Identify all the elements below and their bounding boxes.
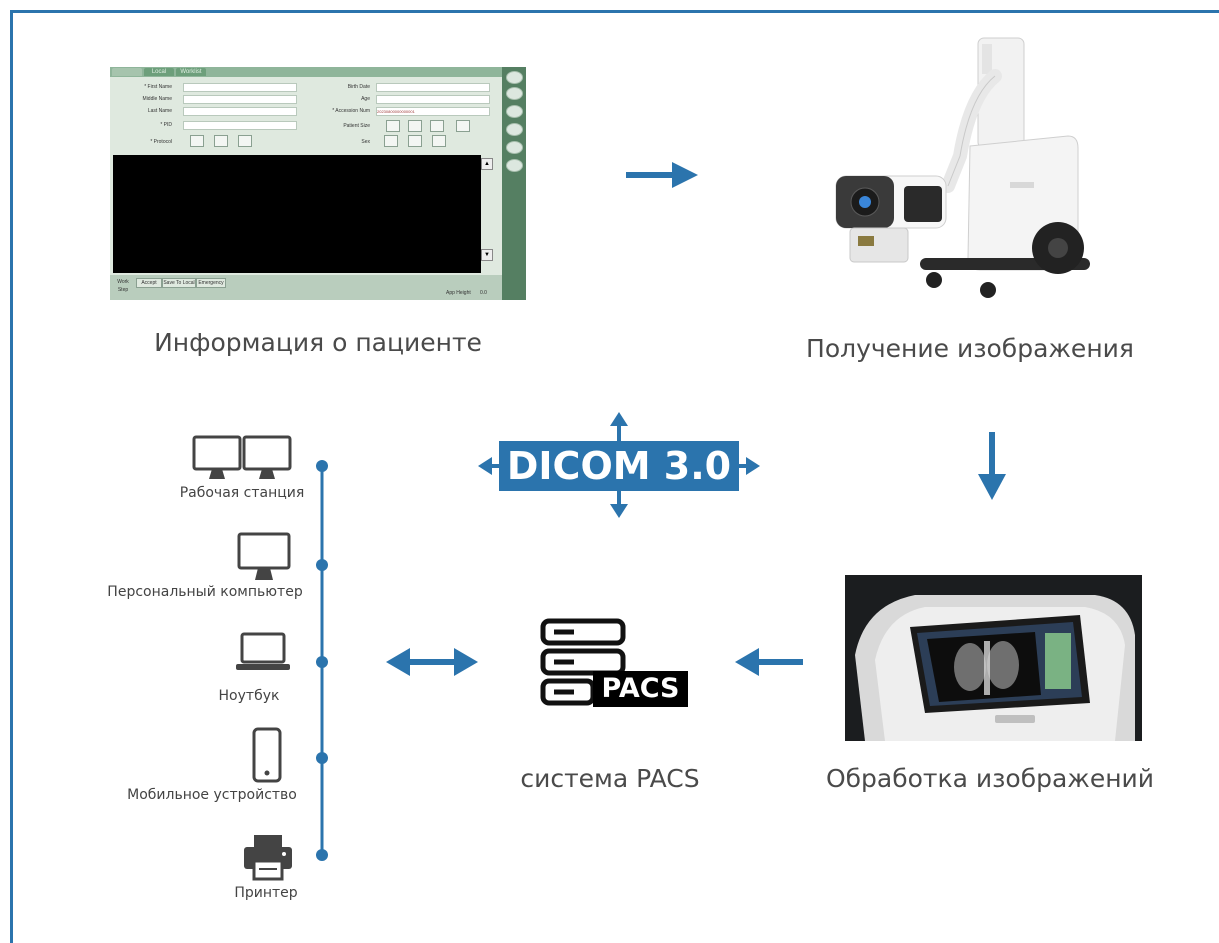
- size-button: [430, 120, 444, 132]
- form-input: [183, 83, 297, 92]
- form-label: Birth Date: [347, 84, 370, 90]
- protocol-button: [238, 135, 252, 147]
- accession-input: 20230800000000001: [376, 107, 490, 116]
- image-processing-caption: Обработка изображений: [825, 764, 1155, 793]
- pacs-tag: PACS: [593, 671, 688, 707]
- form-input: [183, 121, 297, 130]
- arrow-right-icon: [626, 162, 698, 188]
- form-label: * Protocol: [150, 139, 172, 145]
- form-input: [376, 95, 490, 104]
- form-label: Sex: [361, 139, 370, 145]
- form-label: * First Name: [144, 84, 172, 90]
- printer-icon: [244, 835, 292, 881]
- sex-button: [384, 135, 398, 147]
- form-label: Last Name: [147, 108, 172, 114]
- form-label: Middle Name: [142, 96, 172, 102]
- footer-button: Save To Local: [162, 278, 196, 288]
- footer-button: Work Step: [117, 279, 129, 293]
- diagram-frame: [10, 10, 1219, 943]
- arrow-left-icon: [735, 648, 803, 676]
- double-arrow-icon: [386, 648, 478, 676]
- form-label: * Accession Num: [332, 108, 370, 114]
- toolbar-icon: [506, 159, 523, 172]
- software-tab: [112, 68, 142, 76]
- image-processing-photo: [845, 575, 1142, 741]
- toolbar-icon: [506, 141, 523, 154]
- size-button: [386, 120, 400, 132]
- status-label: App Height: [446, 290, 471, 296]
- toolbar-icon: [506, 87, 523, 100]
- form-input: [183, 95, 297, 104]
- footer-button: Accept: [136, 278, 162, 288]
- sex-button: [432, 135, 446, 147]
- footer-button: Emergency: [196, 278, 226, 288]
- size-button: [408, 120, 422, 132]
- pacs-caption: система PACS: [520, 764, 700, 793]
- toolbar-icon: [506, 105, 523, 118]
- device-timeline: [316, 460, 328, 861]
- form-label: Age: [361, 96, 370, 102]
- dicom-label: DICOM 3.0: [499, 441, 739, 491]
- form-input: [183, 107, 297, 116]
- software-side-toolbar: [502, 67, 526, 300]
- worklist-area: [113, 155, 481, 273]
- smartphone-icon: [252, 727, 282, 783]
- laptop-icon: [236, 632, 290, 670]
- form-label: Patient Size: [343, 123, 370, 129]
- form-input: [376, 83, 490, 92]
- toolbar-icon: [506, 71, 523, 84]
- pacs-server-icon: [540, 618, 626, 706]
- device-label: Принтер: [234, 885, 298, 901]
- scroll-up-icon: ▲: [481, 158, 493, 170]
- status-value: 0.0: [480, 290, 487, 296]
- size-button: [456, 120, 470, 132]
- software-tab: Local: [144, 68, 174, 76]
- form-label: * PID: [160, 122, 172, 128]
- arrow-down-icon: [978, 432, 1006, 500]
- protocol-button: [190, 135, 204, 147]
- device-label: Рабочая станция: [179, 485, 305, 501]
- image-acquisition-caption: Получение изображения: [806, 334, 1134, 363]
- scroll-down-icon: ▼: [481, 249, 493, 261]
- software-tab-bar: Local Worklist: [110, 67, 502, 77]
- monitor-icon: [237, 532, 291, 580]
- device-label: Ноутбук: [218, 688, 280, 704]
- protocol-button: [214, 135, 228, 147]
- patient-info-screenshot: Local Worklist * First Name Middle Name …: [110, 67, 526, 300]
- toolbar-icon: [506, 123, 523, 136]
- sex-button: [408, 135, 422, 147]
- device-label: Мобильное устройство: [127, 787, 297, 803]
- patient-info-caption: Информация о пациенте: [154, 328, 482, 357]
- device-label: Персональный компьютер: [107, 584, 303, 600]
- software-footer: Work Step Accept Save To Local Emergency…: [110, 275, 502, 300]
- dual-monitor-icon: [192, 435, 292, 479]
- software-tab: Worklist: [176, 68, 206, 76]
- xray-machine-image: [835, 37, 1090, 298]
